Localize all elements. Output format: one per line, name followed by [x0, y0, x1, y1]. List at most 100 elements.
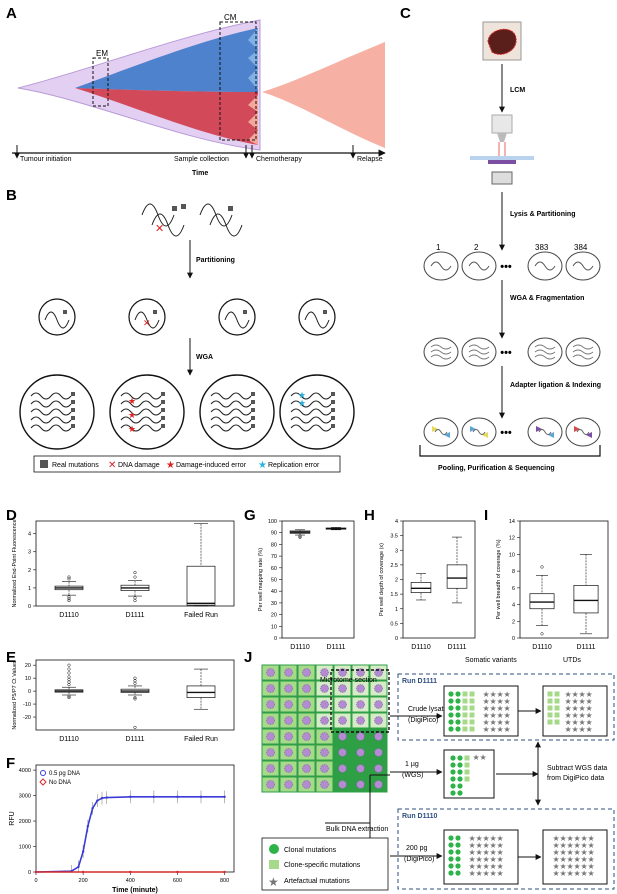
panel-letter-b: B [6, 187, 17, 204]
dna-fragment [472, 429, 486, 435]
mutation-marker [63, 310, 67, 314]
artefactual-star: ★ [497, 862, 504, 871]
label-wgs: (WGS) [402, 772, 423, 779]
cell-nucleus [302, 700, 311, 709]
data-point [129, 795, 132, 799]
cell-nucleus [356, 684, 365, 693]
data-point [105, 796, 108, 799]
data-point [129, 870, 132, 874]
panel-letter-f: F [6, 755, 15, 772]
step-partitioning: Partitioning [196, 257, 235, 264]
clonal-mutation-dot [450, 762, 456, 768]
x-category-label: D1111 [125, 736, 144, 743]
mutation-marker [71, 392, 75, 396]
artefactual-star: ★ [469, 841, 476, 850]
cell-nucleus [266, 748, 275, 757]
artefactual-star: ★ [567, 862, 574, 871]
x-tick-label: 400 [126, 878, 135, 884]
clone-specific-square [547, 719, 553, 725]
x-tick-label: 0 [34, 878, 37, 884]
x-category-label: D1111 [326, 644, 345, 651]
dna-copy-line [30, 392, 72, 400]
amplified-well-2 [109, 374, 185, 450]
outlier-point [298, 535, 302, 539]
legend-artefactual-mutations: Artefactual mutations [284, 878, 350, 885]
y-tick-label: 1000 [19, 845, 31, 851]
cell-nucleus [320, 700, 329, 709]
outlier-point [133, 725, 137, 729]
y-axis-label: Per well mapping rate (%) [258, 548, 264, 611]
mutation-marker [228, 206, 233, 211]
clonal-mutation-dot [448, 842, 454, 848]
cell-nucleus [374, 780, 383, 789]
mutation-marker [71, 408, 75, 412]
artefactual-star: ★ [565, 711, 572, 720]
clonal-mutation-dot [450, 776, 456, 782]
mutation-marker [251, 408, 255, 412]
legend-clone-specific-mutations: Clone-specific mutations [284, 862, 361, 869]
y-tick-label: 12 [509, 536, 515, 542]
cell-nucleus [284, 668, 293, 677]
artefactual-star: ★ [560, 855, 567, 864]
artefactual-star: ★ [560, 841, 567, 850]
data-point [223, 870, 226, 874]
well [423, 337, 459, 367]
legend-clonal-icon [269, 844, 279, 854]
artefactual-star: ★ [565, 725, 572, 734]
outlier-point [133, 596, 137, 600]
outlier-point [67, 597, 71, 601]
label-somatic-variants: Somatic variants [465, 657, 517, 664]
artefactual-star: ★ [483, 848, 490, 857]
artefactual-star: ★ [579, 690, 586, 699]
y-tick-label: 3000 [19, 794, 31, 800]
cell-nucleus [356, 716, 365, 725]
outlier-point [67, 683, 71, 687]
clonal-mutation-dot [455, 835, 461, 841]
mutation-marker [331, 416, 335, 420]
dna-fragment [430, 349, 452, 355]
panel-letter-j: J [244, 649, 252, 666]
artefactual-star: ★ [469, 855, 476, 864]
x-tick-label: 200 [79, 878, 88, 884]
dna-copy-line [290, 416, 332, 424]
y-tick-label: 10 [25, 676, 31, 682]
artefactual-star: ★ [483, 869, 490, 878]
adapter [536, 426, 542, 432]
x-category-label: D1110 [532, 644, 552, 651]
cell-nucleus [374, 764, 383, 773]
partition-well-1 [38, 298, 76, 336]
panel-letter-h: H [364, 507, 375, 524]
dna-copy-line [210, 400, 252, 408]
artefactual-star: ★ [490, 834, 497, 843]
cell-nucleus [320, 716, 329, 725]
artefactual-star: ★ [490, 862, 497, 871]
artefactual-star: ★ [476, 862, 483, 871]
dna-fragment [134, 311, 160, 329]
well-number-1: 1 [436, 243, 441, 252]
artefactual-star: ★ [579, 725, 586, 734]
clone-specific-square [462, 726, 468, 732]
outlier-point [67, 663, 71, 667]
legend-marker [40, 770, 46, 776]
cell-nucleus [356, 732, 365, 741]
mutation-marker [161, 408, 165, 412]
clone-specific-square [462, 712, 468, 718]
cell-nucleus [374, 716, 383, 725]
cell-nucleus [320, 764, 329, 773]
artefactual-star: ★ [579, 711, 586, 720]
damage-induced-error-marker: ★ [128, 424, 136, 434]
amplified-well-1 [19, 374, 95, 450]
cell-nucleus [338, 684, 347, 693]
artefactual-star: ★ [581, 841, 588, 850]
amplified-well-3 [199, 374, 275, 450]
legend-replication-error: Replication error [268, 462, 320, 469]
clone-specific-square [469, 705, 475, 711]
cell-nucleus [374, 748, 383, 757]
cell-nucleus [302, 716, 311, 725]
y-tick-label: 4 [395, 519, 398, 525]
relapse-cone [262, 42, 385, 148]
clone-specific-square [469, 712, 475, 718]
utd-panel-d1111 [542, 685, 608, 737]
clonal-mutation-dot [450, 769, 456, 775]
cell-nucleus [302, 684, 311, 693]
